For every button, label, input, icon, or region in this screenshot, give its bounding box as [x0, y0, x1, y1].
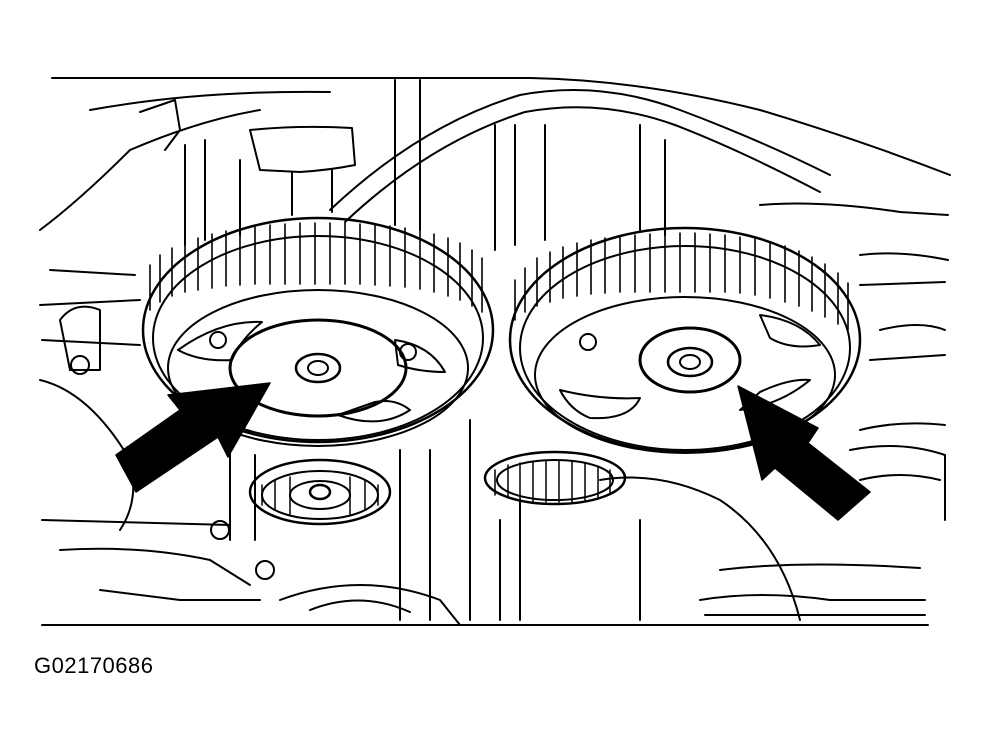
- right-camshaft-sprocket: [508, 226, 862, 454]
- figure-code: G02170686: [34, 653, 154, 678]
- lower-bolts: [210, 520, 275, 580]
- right-indicator-arrow: [737, 385, 871, 521]
- engine-background-lines: [39, 77, 951, 626]
- right-idler-pulley: [483, 450, 627, 506]
- left-idler-pulley: [248, 458, 392, 526]
- left-camshaft-sprocket: [141, 216, 495, 447]
- left-indicator-arrow: [115, 382, 271, 493]
